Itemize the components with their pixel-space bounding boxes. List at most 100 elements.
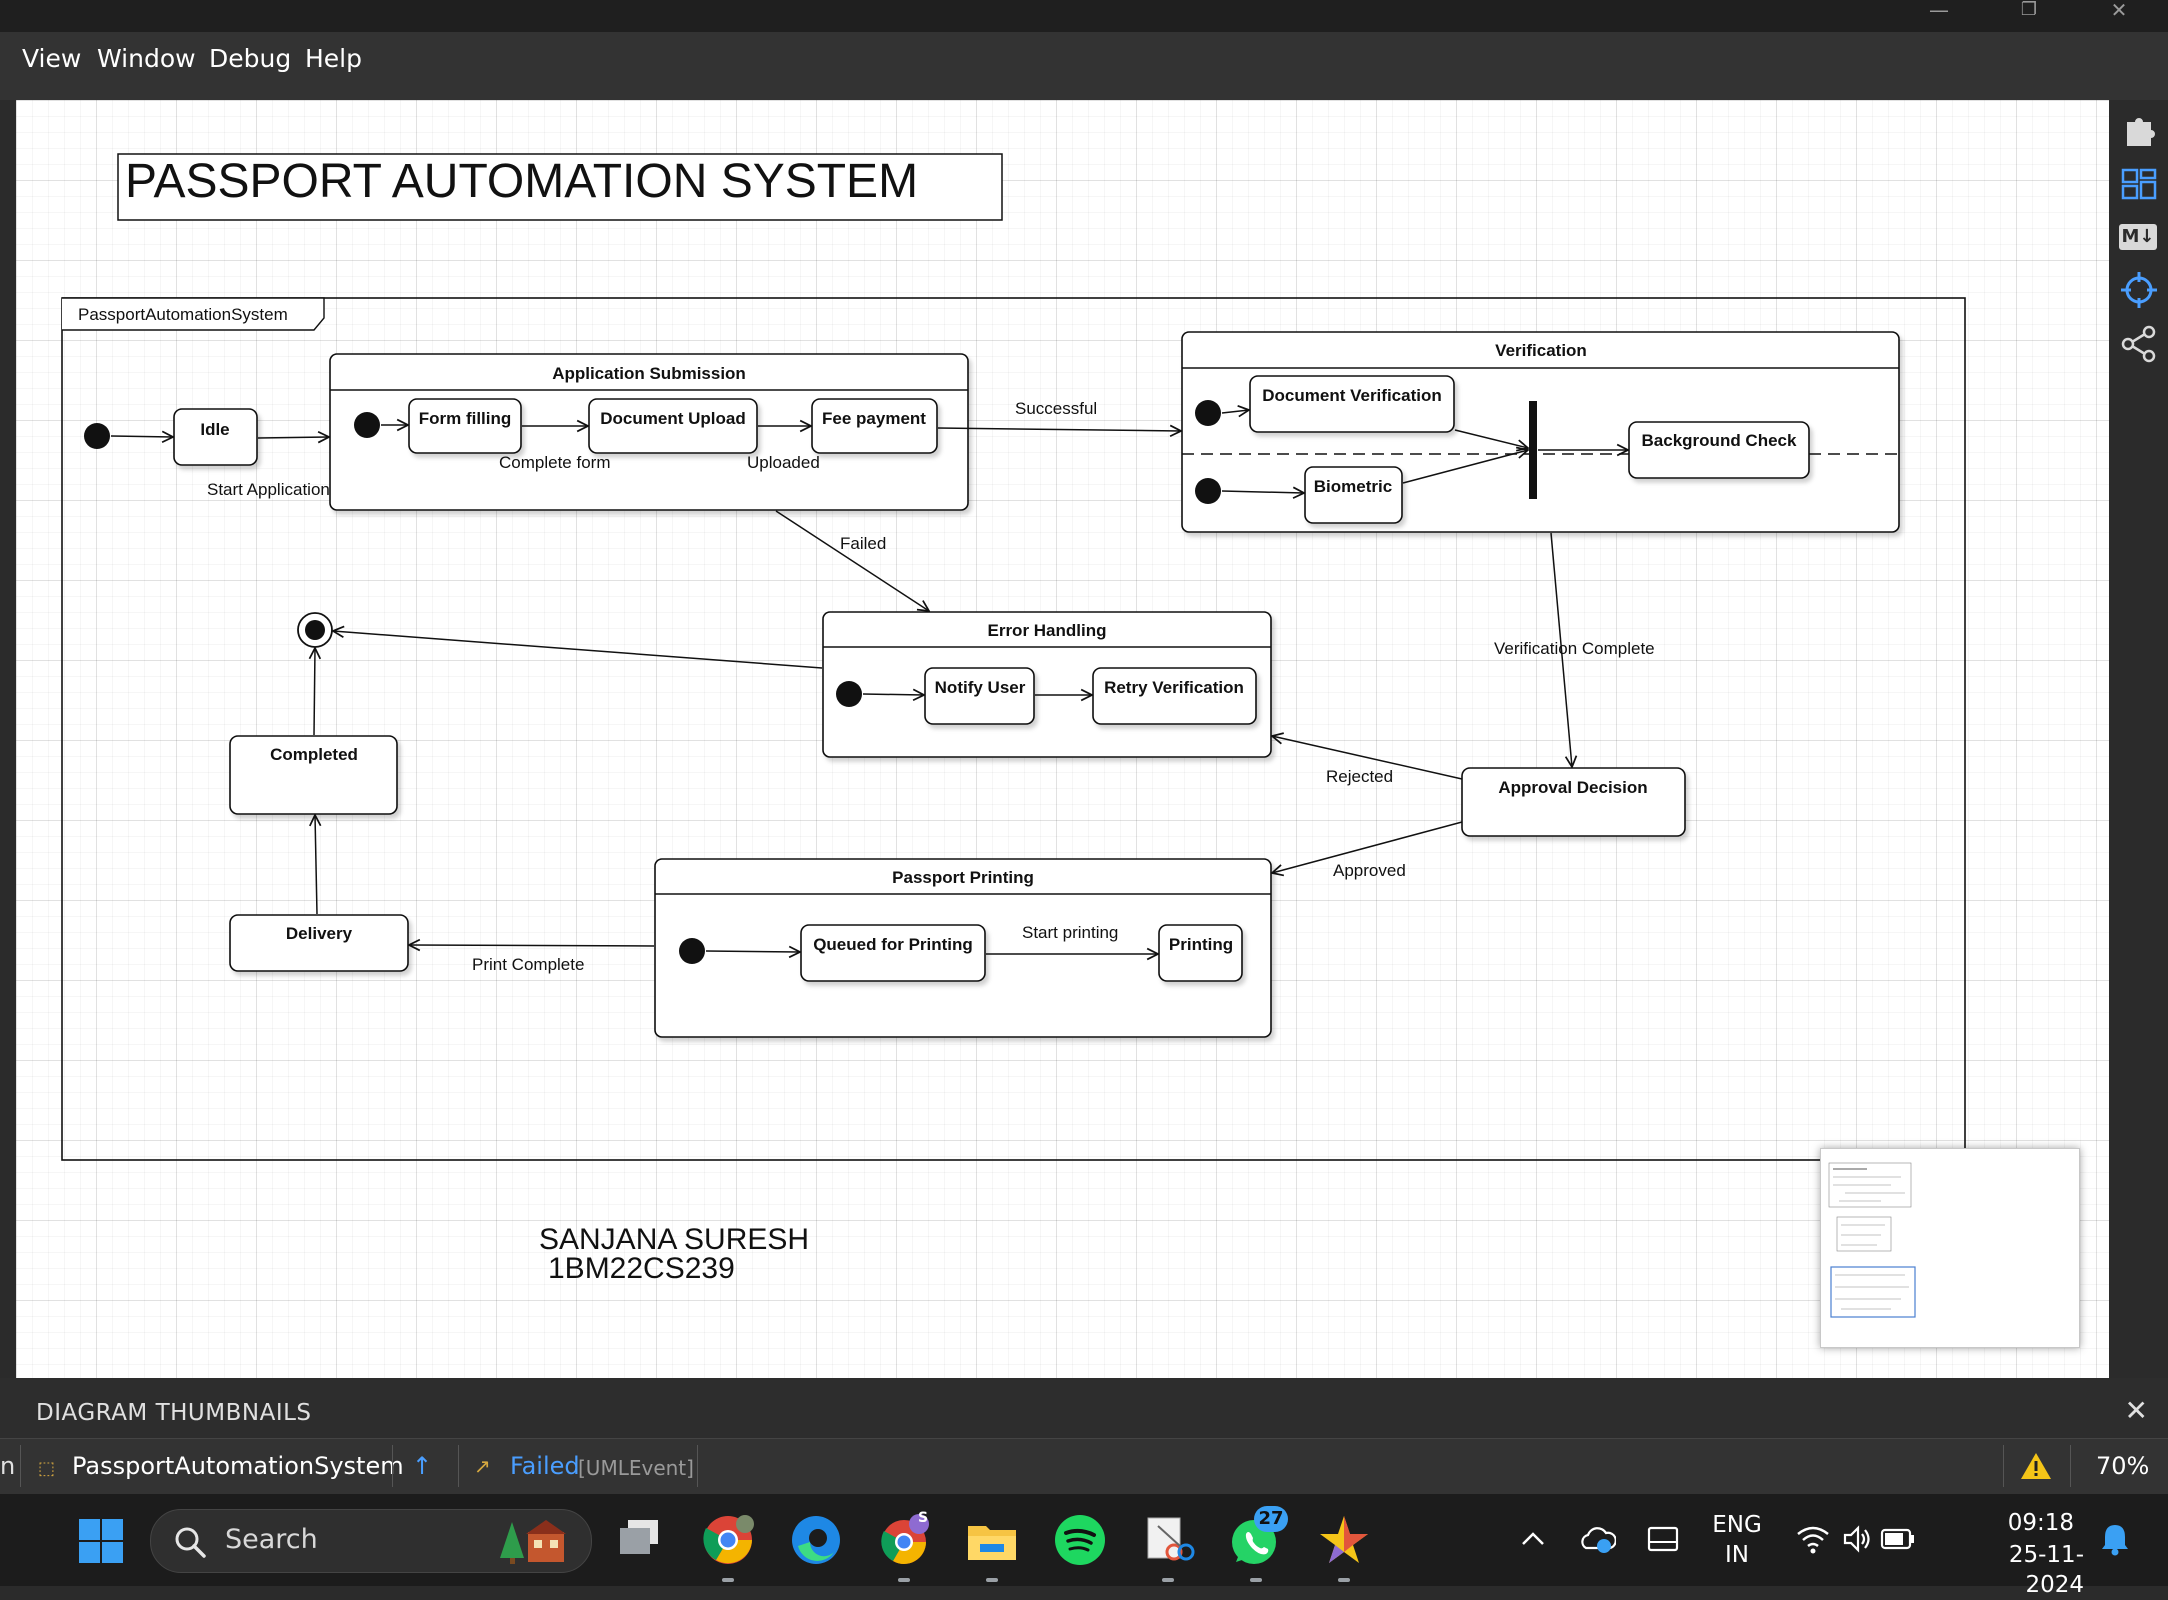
initial-node-main[interactable] bbox=[84, 423, 110, 449]
taskbar-search[interactable]: Search bbox=[150, 1509, 592, 1573]
close-button[interactable]: ✕ bbox=[2110, 0, 2128, 22]
diagram-title[interactable]: PASSPORT AUTOMATION SYSTEM bbox=[117, 153, 1003, 221]
transition-initial-notify[interactable] bbox=[862, 694, 924, 695]
initial-node-biometric[interactable] bbox=[1195, 478, 1221, 504]
tablet-mode-icon[interactable] bbox=[1646, 1522, 1680, 1556]
retry-verification-label: Retry Verification bbox=[1104, 678, 1244, 697]
menu-view[interactable]: View bbox=[22, 44, 82, 73]
menu-debug[interactable]: Debug bbox=[209, 44, 292, 73]
transition-initial-docver[interactable] bbox=[1221, 410, 1249, 413]
transition-print-complete[interactable] bbox=[409, 945, 655, 946]
task-view-icon[interactable] bbox=[612, 1512, 668, 1568]
transition-biometric-join[interactable] bbox=[1402, 450, 1528, 484]
diagram-canvas[interactable]: PASSPORT AUTOMATION SYSTEM PassportAutom… bbox=[16, 100, 2109, 1378]
status-separator bbox=[2070, 1445, 2071, 1487]
transition-completed-final[interactable] bbox=[314, 648, 315, 736]
author-name[interactable]: SANJANA SURESH bbox=[539, 1223, 809, 1256]
status-bar: n ⬚ PassportAutomationSystem ↑ ↗ Failed … bbox=[0, 1438, 2168, 1495]
state-notify-user[interactable]: Notify User bbox=[924, 667, 1035, 725]
transition-rejected[interactable] bbox=[1272, 736, 1463, 780]
initial-node-error-handling[interactable] bbox=[836, 681, 862, 707]
file-explorer-icon[interactable] bbox=[964, 1512, 1020, 1568]
volume-icon[interactable] bbox=[1842, 1524, 1872, 1554]
transition-idle-application[interactable] bbox=[257, 437, 329, 438]
transition-initial-queued[interactable] bbox=[705, 951, 800, 952]
state-background-check[interactable]: Background Check bbox=[1628, 421, 1810, 479]
event-icon: ↗ bbox=[474, 1454, 491, 1478]
label-verification-complete: Verification Complete bbox=[1494, 639, 1655, 658]
transition-failed[interactable] bbox=[775, 510, 929, 611]
onedrive-icon[interactable] bbox=[1580, 1522, 1616, 1556]
menu-help[interactable]: Help bbox=[305, 44, 362, 73]
transition-initial-idle[interactable] bbox=[110, 436, 173, 437]
status-left-fragment: n bbox=[0, 1452, 16, 1480]
status-event-state[interactable]: Failed bbox=[510, 1452, 580, 1480]
join-bar[interactable] bbox=[1529, 401, 1537, 499]
transition-successful[interactable] bbox=[937, 428, 1181, 431]
chrome-profile-icon[interactable] bbox=[876, 1512, 932, 1568]
zoom-level[interactable]: 70% bbox=[2096, 1452, 2150, 1480]
system-frame[interactable]: PassportAutomationSystem bbox=[61, 297, 1966, 1161]
clock-date[interactable]: 25-11-2024 bbox=[2008, 1542, 2084, 1598]
crosshair-icon[interactable] bbox=[2119, 270, 2159, 310]
state-form-filling[interactable]: Form filling bbox=[408, 398, 522, 454]
state-idle[interactable]: Idle bbox=[173, 408, 258, 466]
chrome-icon[interactable] bbox=[700, 1512, 756, 1568]
author-id[interactable]: 1BM22CS239 bbox=[548, 1252, 735, 1285]
maximize-button[interactable]: ❐ bbox=[2020, 0, 2038, 20]
initial-node-document-verification[interactable] bbox=[1195, 400, 1221, 426]
spotify-icon[interactable] bbox=[1052, 1512, 1108, 1568]
state-document-verification[interactable]: Document Verification bbox=[1249, 375, 1455, 433]
minimize-button[interactable]: — bbox=[1929, 0, 1949, 22]
search-highlight-icon bbox=[500, 1520, 566, 1564]
windows-start-icon[interactable] bbox=[78, 1518, 124, 1564]
thumbnails-close-button[interactable]: ✕ bbox=[2124, 1394, 2148, 1427]
transition-approved[interactable] bbox=[1272, 821, 1463, 873]
diagram-icon: ⬚ bbox=[38, 1458, 56, 1479]
initial-node-application[interactable] bbox=[354, 412, 380, 438]
idle-label: Idle bbox=[200, 420, 229, 439]
navigate-up-icon[interactable]: ↑ bbox=[412, 1452, 433, 1480]
status-diagram-name[interactable]: PassportAutomationSystem bbox=[72, 1452, 404, 1480]
state-printing[interactable]: Printing bbox=[1158, 924, 1243, 982]
state-retry-verification[interactable]: Retry Verification bbox=[1092, 667, 1257, 725]
transition-delivery-completed[interactable] bbox=[315, 815, 317, 915]
battery-icon[interactable] bbox=[1880, 1526, 1916, 1552]
state-approval-decision[interactable]: Approval Decision bbox=[1461, 767, 1686, 837]
layout-icon[interactable] bbox=[2119, 164, 2159, 204]
share-icon[interactable] bbox=[2119, 324, 2159, 364]
initial-node-printing[interactable] bbox=[679, 938, 705, 964]
warning-icon[interactable] bbox=[2020, 1451, 2052, 1481]
state-document-upload[interactable]: Document Upload bbox=[588, 398, 758, 454]
clock-time[interactable]: 09:18 bbox=[2007, 1510, 2074, 1536]
state-fee-payment[interactable]: Fee payment bbox=[811, 398, 938, 454]
label-successful: Successful bbox=[1015, 399, 1097, 418]
language-indicator-line1[interactable]: ENG bbox=[1712, 1512, 1762, 1538]
notification-bell-icon[interactable] bbox=[2100, 1522, 2130, 1556]
label-rejected: Rejected bbox=[1326, 767, 1393, 786]
final-node[interactable] bbox=[297, 612, 333, 648]
edge-icon[interactable] bbox=[788, 1512, 844, 1568]
wifi-icon[interactable] bbox=[1796, 1524, 1830, 1554]
app-running-indicator bbox=[1250, 1578, 1262, 1582]
verification-label: Verification bbox=[1495, 341, 1587, 360]
transition-docver-join[interactable] bbox=[1454, 429, 1528, 448]
puzzle-icon[interactable] bbox=[2119, 110, 2159, 150]
printing-label: Printing bbox=[1169, 935, 1233, 954]
starred-app-icon[interactable] bbox=[1316, 1512, 1372, 1568]
markdown-icon[interactable]: M↓ bbox=[2119, 218, 2159, 258]
state-biometric[interactable]: Biometric bbox=[1304, 466, 1403, 524]
minimap[interactable] bbox=[1820, 1148, 2080, 1348]
chevron-up-icon[interactable] bbox=[1520, 1526, 1546, 1552]
frame-label: PassportAutomationSystem bbox=[78, 305, 288, 324]
state-delivery[interactable]: Delivery bbox=[229, 914, 409, 972]
menu-window[interactable]: Window bbox=[97, 44, 196, 73]
language-indicator-line2[interactable]: IN bbox=[1725, 1542, 1749, 1568]
transition-initial-biometric[interactable] bbox=[1221, 491, 1304, 493]
state-queued-for-printing[interactable]: Queued for Printing bbox=[800, 924, 986, 982]
transition-error-final[interactable] bbox=[333, 631, 823, 669]
right-sidebar: M↓ bbox=[2109, 100, 2168, 1380]
state-completed[interactable]: Completed bbox=[229, 735, 398, 815]
transition-verification-complete[interactable] bbox=[1550, 532, 1572, 767]
snipping-tool-icon[interactable] bbox=[1140, 1512, 1196, 1568]
